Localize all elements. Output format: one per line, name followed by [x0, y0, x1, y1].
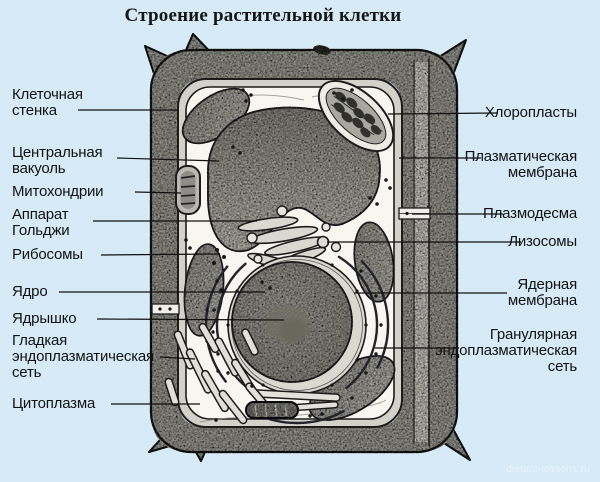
- leader-chloroplasts: [387, 112, 499, 115]
- chloroplast: [317, 80, 395, 152]
- leader-central-vacuole: [116, 157, 220, 162]
- label-central-vacuole: Центральная вакуоль: [12, 144, 103, 177]
- label-ribosomes: Рибосомы: [12, 246, 83, 263]
- label-plasma-membrane: Плазматическая мембрана: [464, 148, 578, 181]
- label-cytoplasm: Цитоплазма: [12, 395, 96, 412]
- cell-wall: [144, 33, 471, 462]
- label-lysosomes: Лизосомы: [508, 233, 577, 250]
- label-plasmodesma: Плазмодесма: [483, 205, 577, 222]
- nucleolus: [264, 305, 310, 343]
- cristae: [180, 175, 196, 205]
- leader-lines: [59, 109, 521, 405]
- label-nucleus: Ядро: [12, 283, 48, 300]
- leader-nucleolus: [96, 318, 285, 321]
- wall-lamella-strip: [415, 62, 428, 442]
- mitochondrion-left: [175, 165, 201, 215]
- label-smooth-er: Гладкая эндоплазматическая сеть: [12, 332, 154, 381]
- watermark: distant-lessons.ru: [506, 464, 590, 475]
- label-cell-wall: Клеточная стенка: [12, 86, 83, 119]
- leader-smooth-er: [159, 356, 196, 360]
- label-golgi-apparatus: Аппарат Гольджи: [12, 206, 70, 239]
- label-chloroplasts: Хлоропласты: [484, 104, 577, 121]
- smooth-er: [164, 322, 271, 425]
- label-mitochondria: Митохондрии: [12, 183, 104, 200]
- ribosome-dots: [184, 88, 392, 422]
- leader-mitochondria: [134, 191, 182, 194]
- thylakoid-lines: [331, 95, 383, 136]
- figure-title: Строение растительной клетки: [124, 5, 402, 26]
- label-granular-er: Гранулярная эндоплазматическая сеть: [435, 326, 577, 375]
- central-vacuole: [207, 106, 381, 253]
- wall-pit: [313, 45, 331, 55]
- leader-ribosomes: [100, 253, 221, 256]
- label-nucleolus: Ядрышко: [12, 310, 77, 327]
- label-nuclear-membrane: Ядерная мембрана: [507, 276, 577, 309]
- wall-outer-outline: [149, 48, 459, 454]
- lysosome: [316, 235, 330, 249]
- nucleus-group: [226, 255, 368, 395]
- plasmodesma-left: [151, 303, 180, 315]
- mitochondrion-bottom: [245, 401, 299, 419]
